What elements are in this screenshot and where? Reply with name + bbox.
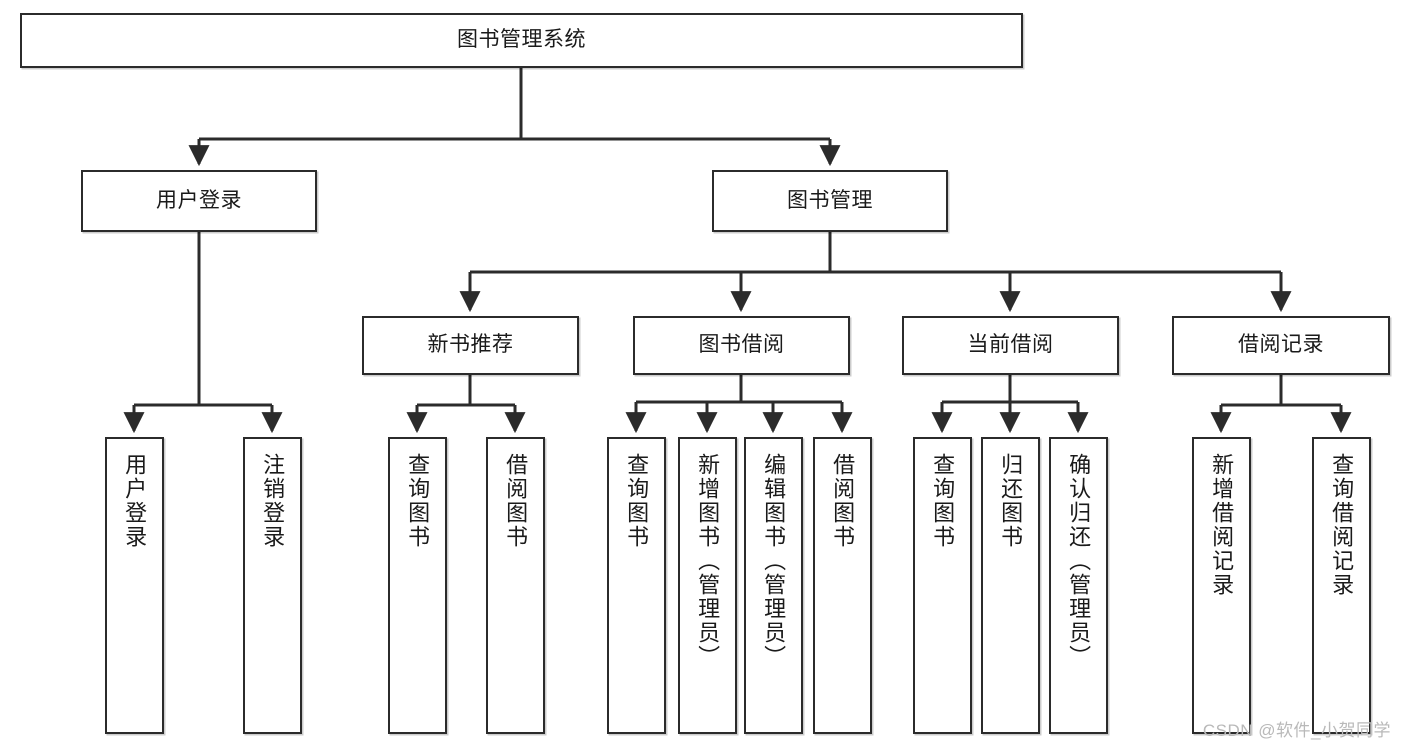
- leaf-add-record-label: 新增借阅记录: [1209, 453, 1235, 597]
- node-borrow-record[interactable]: 借阅记录: [1172, 316, 1390, 375]
- node-new-book-rec-label: 新书推荐: [427, 333, 514, 357]
- node-book-borrow-label: 图书借阅: [698, 333, 785, 357]
- leaf-query-record-label: 查询借阅记录: [1329, 453, 1355, 597]
- node-borrow-record-label: 借阅记录: [1238, 333, 1324, 357]
- leaf-logout-label: 注销登录: [260, 453, 286, 549]
- leaf-add-record[interactable]: 新增借阅记录: [1192, 437, 1251, 734]
- leaf-confirm-return[interactable]: 确认归还（管理员）: [1049, 437, 1108, 734]
- leaf-query-book-3[interactable]: 查询图书: [913, 437, 972, 734]
- leaf-borrow-book-2-label: 借阅图书: [830, 453, 856, 549]
- node-current-borrow[interactable]: 当前借阅: [902, 316, 1119, 375]
- leaf-query-book-2-label: 查询图书: [624, 453, 650, 549]
- csdn-watermark: CSDN @软件_小贺同学: [1202, 721, 1391, 740]
- node-current-borrow-label: 当前借阅: [967, 333, 1054, 357]
- leaf-query-book-1-label: 查询图书: [405, 453, 431, 549]
- node-new-book-rec[interactable]: 新书推荐: [362, 316, 579, 375]
- leaf-add-book[interactable]: 新增图书（管理员）: [678, 437, 737, 734]
- leaf-borrow-book-1-label: 借阅图书: [503, 453, 529, 549]
- node-user-login[interactable]: 用户登录: [81, 170, 317, 232]
- leaf-query-book-2[interactable]: 查询图书: [607, 437, 666, 734]
- leaf-user-login-label: 用户登录: [122, 453, 148, 549]
- leaf-edit-book-label: 编辑图书（管理员）: [761, 453, 787, 669]
- leaf-edit-book[interactable]: 编辑图书（管理员）: [744, 437, 803, 734]
- node-root[interactable]: 图书管理系统: [20, 13, 1023, 68]
- leaf-logout[interactable]: 注销登录: [243, 437, 302, 734]
- node-book-borrow[interactable]: 图书借阅: [633, 316, 850, 375]
- leaf-query-book-1[interactable]: 查询图书: [388, 437, 447, 734]
- leaf-confirm-return-label: 确认归还（管理员）: [1066, 453, 1092, 669]
- node-user-login-label: 用户登录: [156, 188, 242, 212]
- leaf-borrow-book-1[interactable]: 借阅图书: [486, 437, 545, 734]
- leaf-query-book-3-label: 查询图书: [930, 453, 956, 549]
- leaf-borrow-book-2[interactable]: 借阅图书: [813, 437, 872, 734]
- node-book-manage-label: 图书管理: [787, 188, 873, 212]
- leaf-return-book[interactable]: 归还图书: [981, 437, 1040, 734]
- leaf-return-book-label: 归还图书: [998, 453, 1024, 549]
- node-root-label: 图书管理系统: [457, 28, 586, 52]
- leaf-user-login[interactable]: 用户登录: [105, 437, 164, 734]
- leaf-add-book-label: 新增图书（管理员）: [695, 453, 721, 669]
- node-book-manage[interactable]: 图书管理: [712, 170, 948, 232]
- leaf-query-record[interactable]: 查询借阅记录: [1312, 437, 1371, 734]
